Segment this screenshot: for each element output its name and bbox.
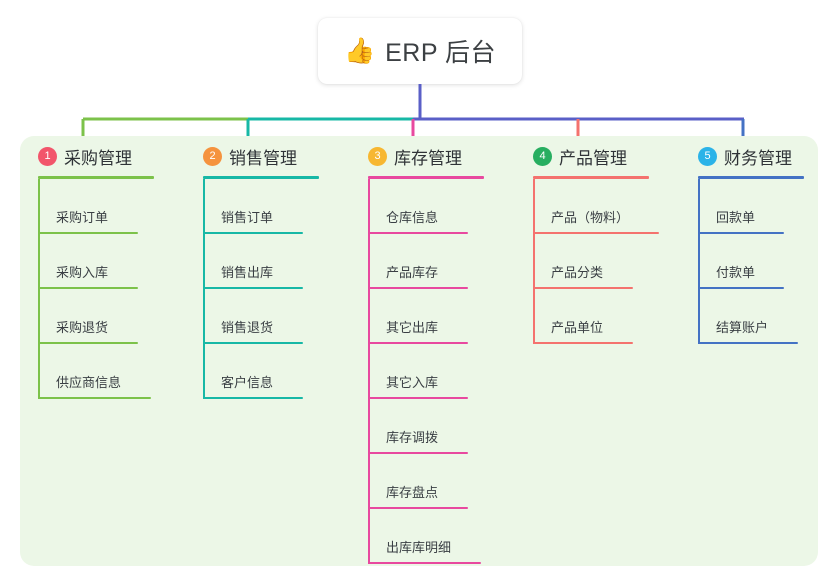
leaf-label: 出库库明细 [386,540,452,555]
column-header-5[interactable]: 5 财务管理 [680,136,818,176]
column-header-2[interactable]: 2 销售管理 [185,136,333,176]
leaf-rule [698,342,798,344]
leaf-item[interactable]: 客户信息 [203,344,303,399]
column-title-5: 财务管理 [724,148,792,168]
leaf-rule [203,232,303,234]
leaf-item[interactable]: 回款单 [698,179,784,234]
leaf-label: 产品单位 [551,320,604,335]
column-rule-5 [698,176,804,179]
leaf-rule [368,232,468,234]
leaf-label: 产品库存 [386,265,439,280]
leaf-label: 其它入库 [386,375,439,390]
leaf-label: 库存调拨 [386,430,439,445]
column-3: 3 库存管理仓库信息产品库存其它出库其它入库库存调拨库存盘点出库库明细 [350,136,498,564]
leaf-label: 仓库信息 [386,210,439,225]
leaf-rule [368,342,468,344]
leaf-rule [368,452,468,454]
leaf-rule [368,397,468,399]
leaf-label: 付款单 [716,265,756,280]
leaf-label: 销售订单 [221,210,274,225]
leaf-rule [368,287,468,289]
leaf-rule [368,507,468,509]
column-title-1: 采购管理 [64,148,132,168]
leaf-label: 库存盘点 [386,485,439,500]
leaf-label: 采购退货 [56,320,109,335]
column-badge-3: 3 [368,146,387,166]
leaf-item[interactable]: 仓库信息 [368,179,468,234]
leaf-item[interactable]: 结算账户 [698,289,798,344]
column-badge-2: 2 [203,146,222,166]
leaf-item[interactable]: 出库库明细 [368,509,481,564]
column-badge-5: 5 [698,146,717,166]
column-spine-3 [368,179,370,564]
leaf-rule [698,287,784,289]
leaf-item[interactable]: 采购订单 [38,179,138,234]
column-title-4: 产品管理 [559,148,627,168]
leaf-label: 供应商信息 [56,375,122,390]
leaf-label: 回款单 [716,210,756,225]
mindmap-panel: 1 采购管理采购订单采购入库采购退货供应商信息 2 销售管理销售订单销售出库销售退货客… [20,136,818,566]
column-rule-4 [533,176,649,179]
column-header-1[interactable]: 1 采购管理 [20,136,168,176]
leaf-rule [38,287,138,289]
leaf-item[interactable]: 产品单位 [533,289,633,344]
leaf-label: 其它出库 [386,320,439,335]
thumbs-up-icon: 👍 [343,36,376,65]
leaf-item[interactable]: 库存调拨 [368,399,468,454]
leaf-item[interactable]: 产品分类 [533,234,633,289]
leaf-label: 产品（物料） [551,210,630,225]
leaf-label: 产品分类 [551,265,604,280]
column-badge-1: 1 [38,146,57,166]
column-spine-5 [698,179,700,344]
leaf-item[interactable]: 付款单 [698,234,784,289]
leaf-item[interactable]: 其它入库 [368,344,468,399]
leaf-rule [533,287,633,289]
column-title-3: 库存管理 [394,148,462,168]
leaf-rule [533,232,659,234]
leaf-rule [38,342,138,344]
column-rule-3 [368,176,484,179]
leaf-rule [368,562,481,564]
leaf-label: 结算账户 [716,320,769,335]
leaf-rule [203,397,303,399]
column-4: 4 产品管理产品（物料） 产品分类产品单位 [515,136,663,344]
leaf-rule [533,342,633,344]
leaf-rule [38,232,138,234]
leaf-item[interactable]: 供应商信息 [38,344,151,399]
leaf-item[interactable]: 销售出库 [203,234,303,289]
leaf-rule [698,232,784,234]
leaf-item[interactable]: 产品（物料） [533,179,659,234]
column-5: 5 财务管理回款单付款单结算账户 [680,136,818,344]
leaf-item[interactable]: 销售订单 [203,179,303,234]
leaf-item[interactable]: 库存盘点 [368,454,468,509]
leaf-item[interactable]: 采购入库 [38,234,138,289]
column-2: 2 销售管理销售订单销售出库销售退货客户信息 [185,136,333,399]
root-node-card[interactable]: 👍 ERP 后台 [318,18,522,84]
column-rule-2 [203,176,319,179]
leaf-item[interactable]: 其它出库 [368,289,468,344]
column-spine-4 [533,179,535,344]
column-spine-1 [38,179,40,399]
column-1: 1 采购管理采购订单采购入库采购退货供应商信息 [20,136,168,399]
leaf-rule [203,287,303,289]
column-header-4[interactable]: 4 产品管理 [515,136,663,176]
leaf-label: 销售退货 [221,320,274,335]
leaf-item[interactable]: 销售退货 [203,289,303,344]
leaf-label: 采购订单 [56,210,109,225]
root-node-title: ERP 后台 [385,39,497,67]
leaf-rule [203,342,303,344]
leaf-item[interactable]: 采购退货 [38,289,138,344]
leaf-item[interactable]: 产品库存 [368,234,468,289]
leaf-label: 采购入库 [56,265,109,280]
leaf-label: 销售出库 [221,265,274,280]
column-title-2: 销售管理 [229,148,297,168]
leaf-label: 客户信息 [221,375,274,390]
column-rule-1 [38,176,154,179]
column-badge-4: 4 [533,146,552,166]
leaf-rule [38,397,151,399]
column-header-3[interactable]: 3 库存管理 [350,136,498,176]
column-spine-2 [203,179,205,399]
